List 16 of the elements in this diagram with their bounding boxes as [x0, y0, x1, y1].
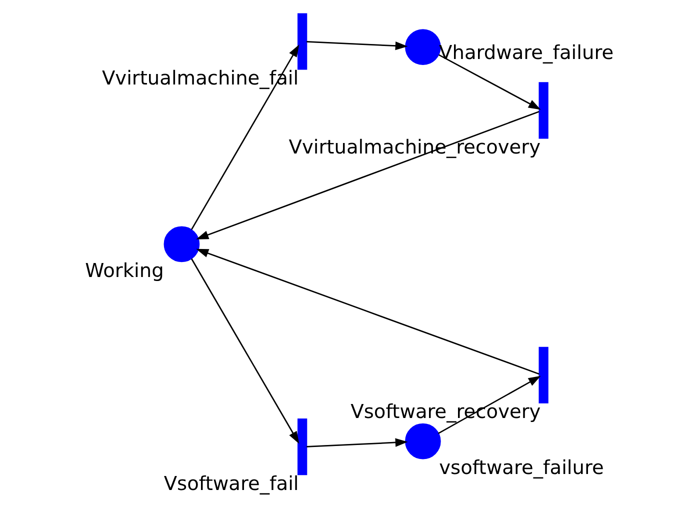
- node-label: Working: [85, 258, 164, 282]
- arrow: [306, 438, 408, 448]
- node-bar: [538, 346, 548, 404]
- node-circle: [405, 29, 441, 65]
- arrow: [196, 248, 540, 375]
- node-circle: [164, 226, 200, 262]
- node-label: Vsoftware_fail: [164, 472, 299, 495]
- arrow: [306, 40, 408, 50]
- arrow: [190, 258, 300, 444]
- node-bar: [298, 13, 308, 70]
- node-bar: [538, 82, 548, 139]
- node-circle: [405, 423, 441, 460]
- arrow: [438, 54, 541, 110]
- node-label: vsoftware_failure: [439, 456, 604, 479]
- node-bar: [298, 418, 308, 476]
- arrow: [196, 110, 540, 240]
